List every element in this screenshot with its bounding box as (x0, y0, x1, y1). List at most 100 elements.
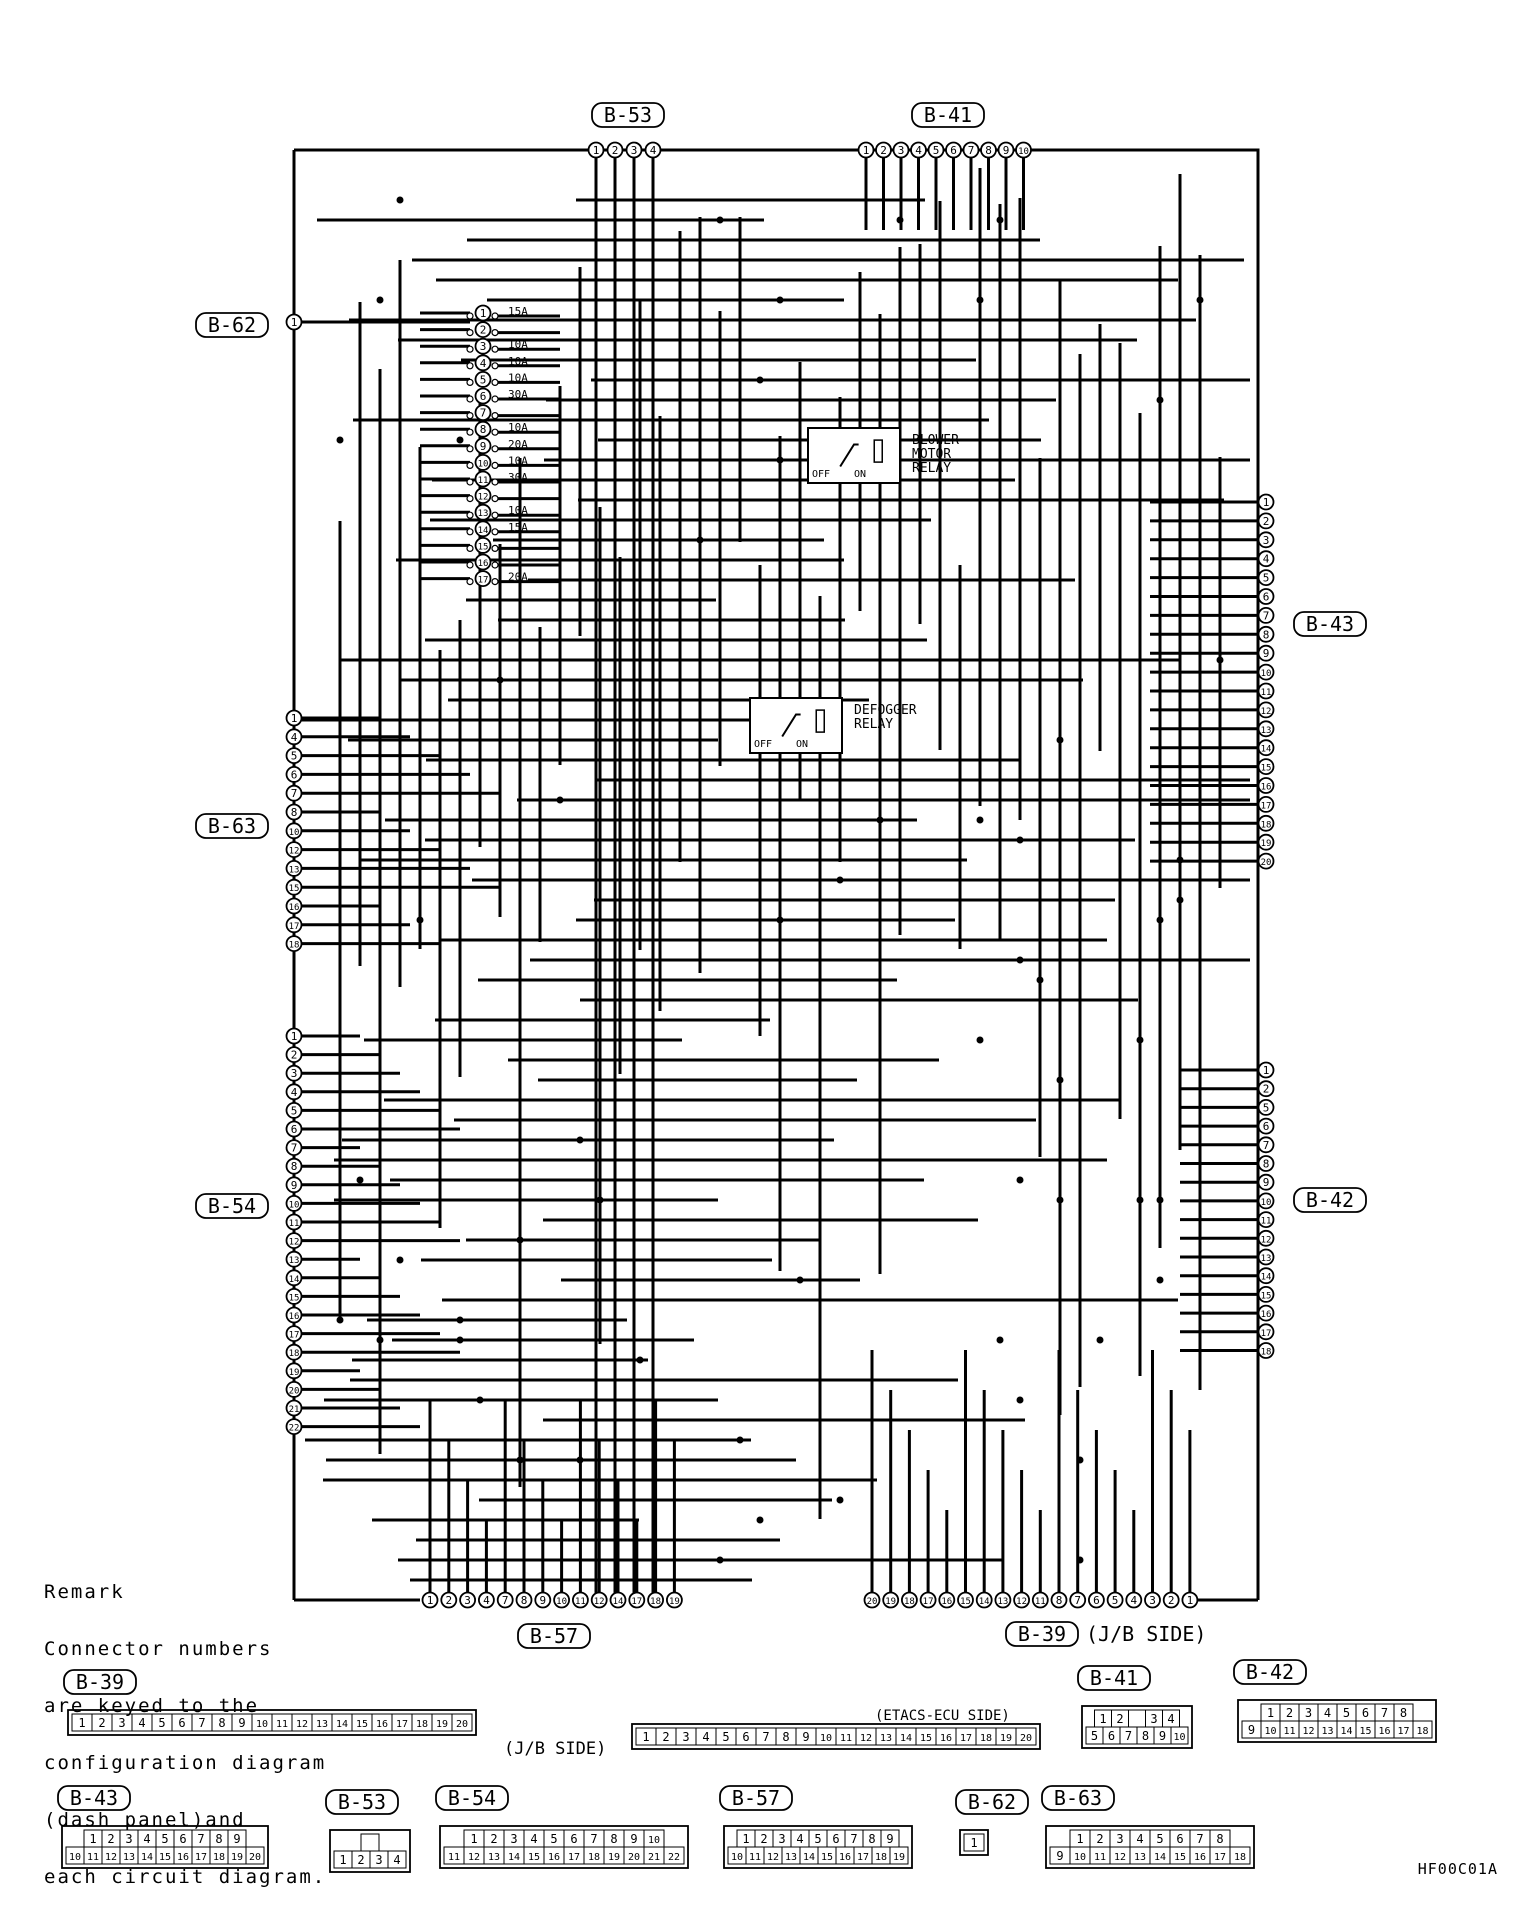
fuse-number-label: 3 (480, 340, 487, 353)
face-b39-etacs-cell-label: 1 (642, 1730, 649, 1744)
face-b39-etacs-cell-label: 5 (722, 1730, 729, 1744)
defogger-relay-title: DEFOGGER (854, 703, 917, 718)
b57-pin-label: 2 (445, 1594, 452, 1607)
b57-tag (517, 1623, 591, 1649)
face-b57-cell-label: 15 (821, 1852, 833, 1863)
b54-pin-label: 6 (291, 1123, 298, 1136)
blower-motor-relay-on: ON (854, 469, 866, 480)
b53-tag (591, 102, 665, 128)
b41-pin-label: 4 (915, 144, 922, 157)
face-b63-cell-label: 9 (1056, 1849, 1063, 1863)
face-b42-cell-label: 13 (1321, 1726, 1333, 1737)
junction-dot (1216, 656, 1224, 664)
junction-dot (596, 1196, 604, 1204)
face-b41-cell-label: 5 (1091, 1729, 1098, 1743)
face-b62-cell (963, 1833, 985, 1852)
fuse-number-label: 17 (478, 576, 489, 586)
b63-pin-label: 5 (291, 750, 298, 763)
b42-pin (1257, 1248, 1275, 1266)
face-b57-cell-label: 8 (868, 1832, 875, 1846)
face-b39-jb-cell-label: 19 (436, 1719, 448, 1730)
b43-pin-label: 20 (1261, 858, 1272, 868)
face-b39-jb-cell-label: 13 (316, 1719, 328, 1730)
face-b43-cell-label: 9 (233, 1832, 240, 1846)
face-b53-cell-label: 1 (339, 1853, 346, 1867)
b54-pin (285, 1083, 303, 1101)
face-b54-cell-label: 21 (648, 1852, 660, 1863)
face-b39-etacs-cell-label: 9 (802, 1730, 809, 1744)
b39-pin-label: 3 (1149, 1594, 1156, 1607)
fuse-number-label: 4 (480, 357, 487, 370)
b43-pin-label: 10 (1261, 669, 1272, 679)
face-b63-cell-label: 10 (1074, 1852, 1086, 1863)
face-b57-tag-label: B-57 (732, 1786, 780, 1810)
face-b42-cell-label: 2 (1286, 1706, 1293, 1720)
b54-pin (285, 1176, 303, 1194)
b39-pin-label: 11 (1035, 1597, 1046, 1607)
defogger-relay-switch (781, 713, 801, 738)
b39-pin (1013, 1591, 1030, 1609)
b54-pin-label: 18 (289, 1349, 300, 1359)
b42-pin-label: 10 (1261, 1198, 1272, 1208)
face-b41-cell-label: 4 (1167, 1712, 1174, 1726)
face-b63-cell-label: 3 (1116, 1832, 1123, 1846)
b39-pin (863, 1591, 881, 1609)
face-b39-etacs-cell-label: 11 (840, 1733, 852, 1744)
fuse-terminal (491, 478, 499, 486)
fuse-number-label: 10 (478, 459, 489, 469)
fuse-number (474, 520, 492, 538)
b53-pin (587, 141, 605, 159)
face-b41-tag (1077, 1665, 1151, 1691)
b41-pin-label: 5 (933, 144, 940, 157)
b53-pin-label: 1 (593, 144, 600, 157)
junction-dot (636, 1356, 644, 1364)
face-b54-cell-label: 12 (468, 1852, 480, 1863)
b41-pin (875, 141, 892, 159)
fuse-terminal (491, 345, 499, 353)
b57-pin-label: 11 (575, 1597, 586, 1607)
b42-pin-label: 11 (1261, 1217, 1272, 1227)
b57-pin-label: 19 (669, 1597, 680, 1607)
junction-dot (576, 1456, 584, 1464)
b54-pin (285, 1306, 303, 1324)
junction-dot (716, 216, 724, 224)
fuse-number (474, 420, 492, 438)
face-b41-cell (1170, 1726, 1189, 1745)
b63-pin-label: 18 (289, 941, 300, 951)
b54-pin-label: 3 (291, 1067, 298, 1080)
junction-dot (776, 916, 784, 924)
remark-line: each circuit diagram. (44, 1866, 327, 1888)
face-b54-cell-label: 11 (448, 1852, 460, 1863)
b42-pin-label: 7 (1263, 1139, 1270, 1152)
face-b54-cell (663, 1846, 685, 1865)
fuse-rating: 10A (508, 504, 528, 517)
fuse-terminal (466, 528, 474, 536)
b43-pin (1257, 550, 1275, 568)
fuse-number (474, 370, 492, 388)
b43-pin-label: 4 (1263, 553, 1270, 566)
face-b42-cell-label: 14 (1340, 1726, 1352, 1737)
b39-pin-label: 7 (1074, 1594, 1081, 1607)
face-b39-etacs-cell-label: 12 (860, 1733, 872, 1744)
junction-dot (896, 216, 904, 224)
b43-pin-label: 13 (1261, 726, 1272, 736)
b42-pin (1257, 1192, 1275, 1210)
junction-dot (336, 1316, 344, 1324)
fuse-rating: 10A (508, 454, 528, 467)
blower-motor-relay-coil (873, 439, 883, 463)
fuse-rating: 10A (508, 421, 528, 434)
b57-pin-label: 18 (650, 1597, 661, 1607)
junction-dot (1176, 896, 1184, 904)
face-b42-cell-label: 15 (1359, 1726, 1371, 1737)
face-b53-cell-label: 3 (375, 1853, 382, 1867)
junction-dot (796, 1276, 804, 1284)
fuse-terminal (491, 511, 499, 519)
face-b62-tag (955, 1789, 1029, 1815)
b42-pin-label: 9 (1263, 1176, 1270, 1189)
face-b63-cell-label: 7 (1196, 1832, 1203, 1846)
face-b57-cell-label: 1 (742, 1832, 749, 1846)
face-b54-cell-label: 16 (548, 1852, 560, 1863)
face-b54-cell-label: 22 (668, 1852, 680, 1863)
